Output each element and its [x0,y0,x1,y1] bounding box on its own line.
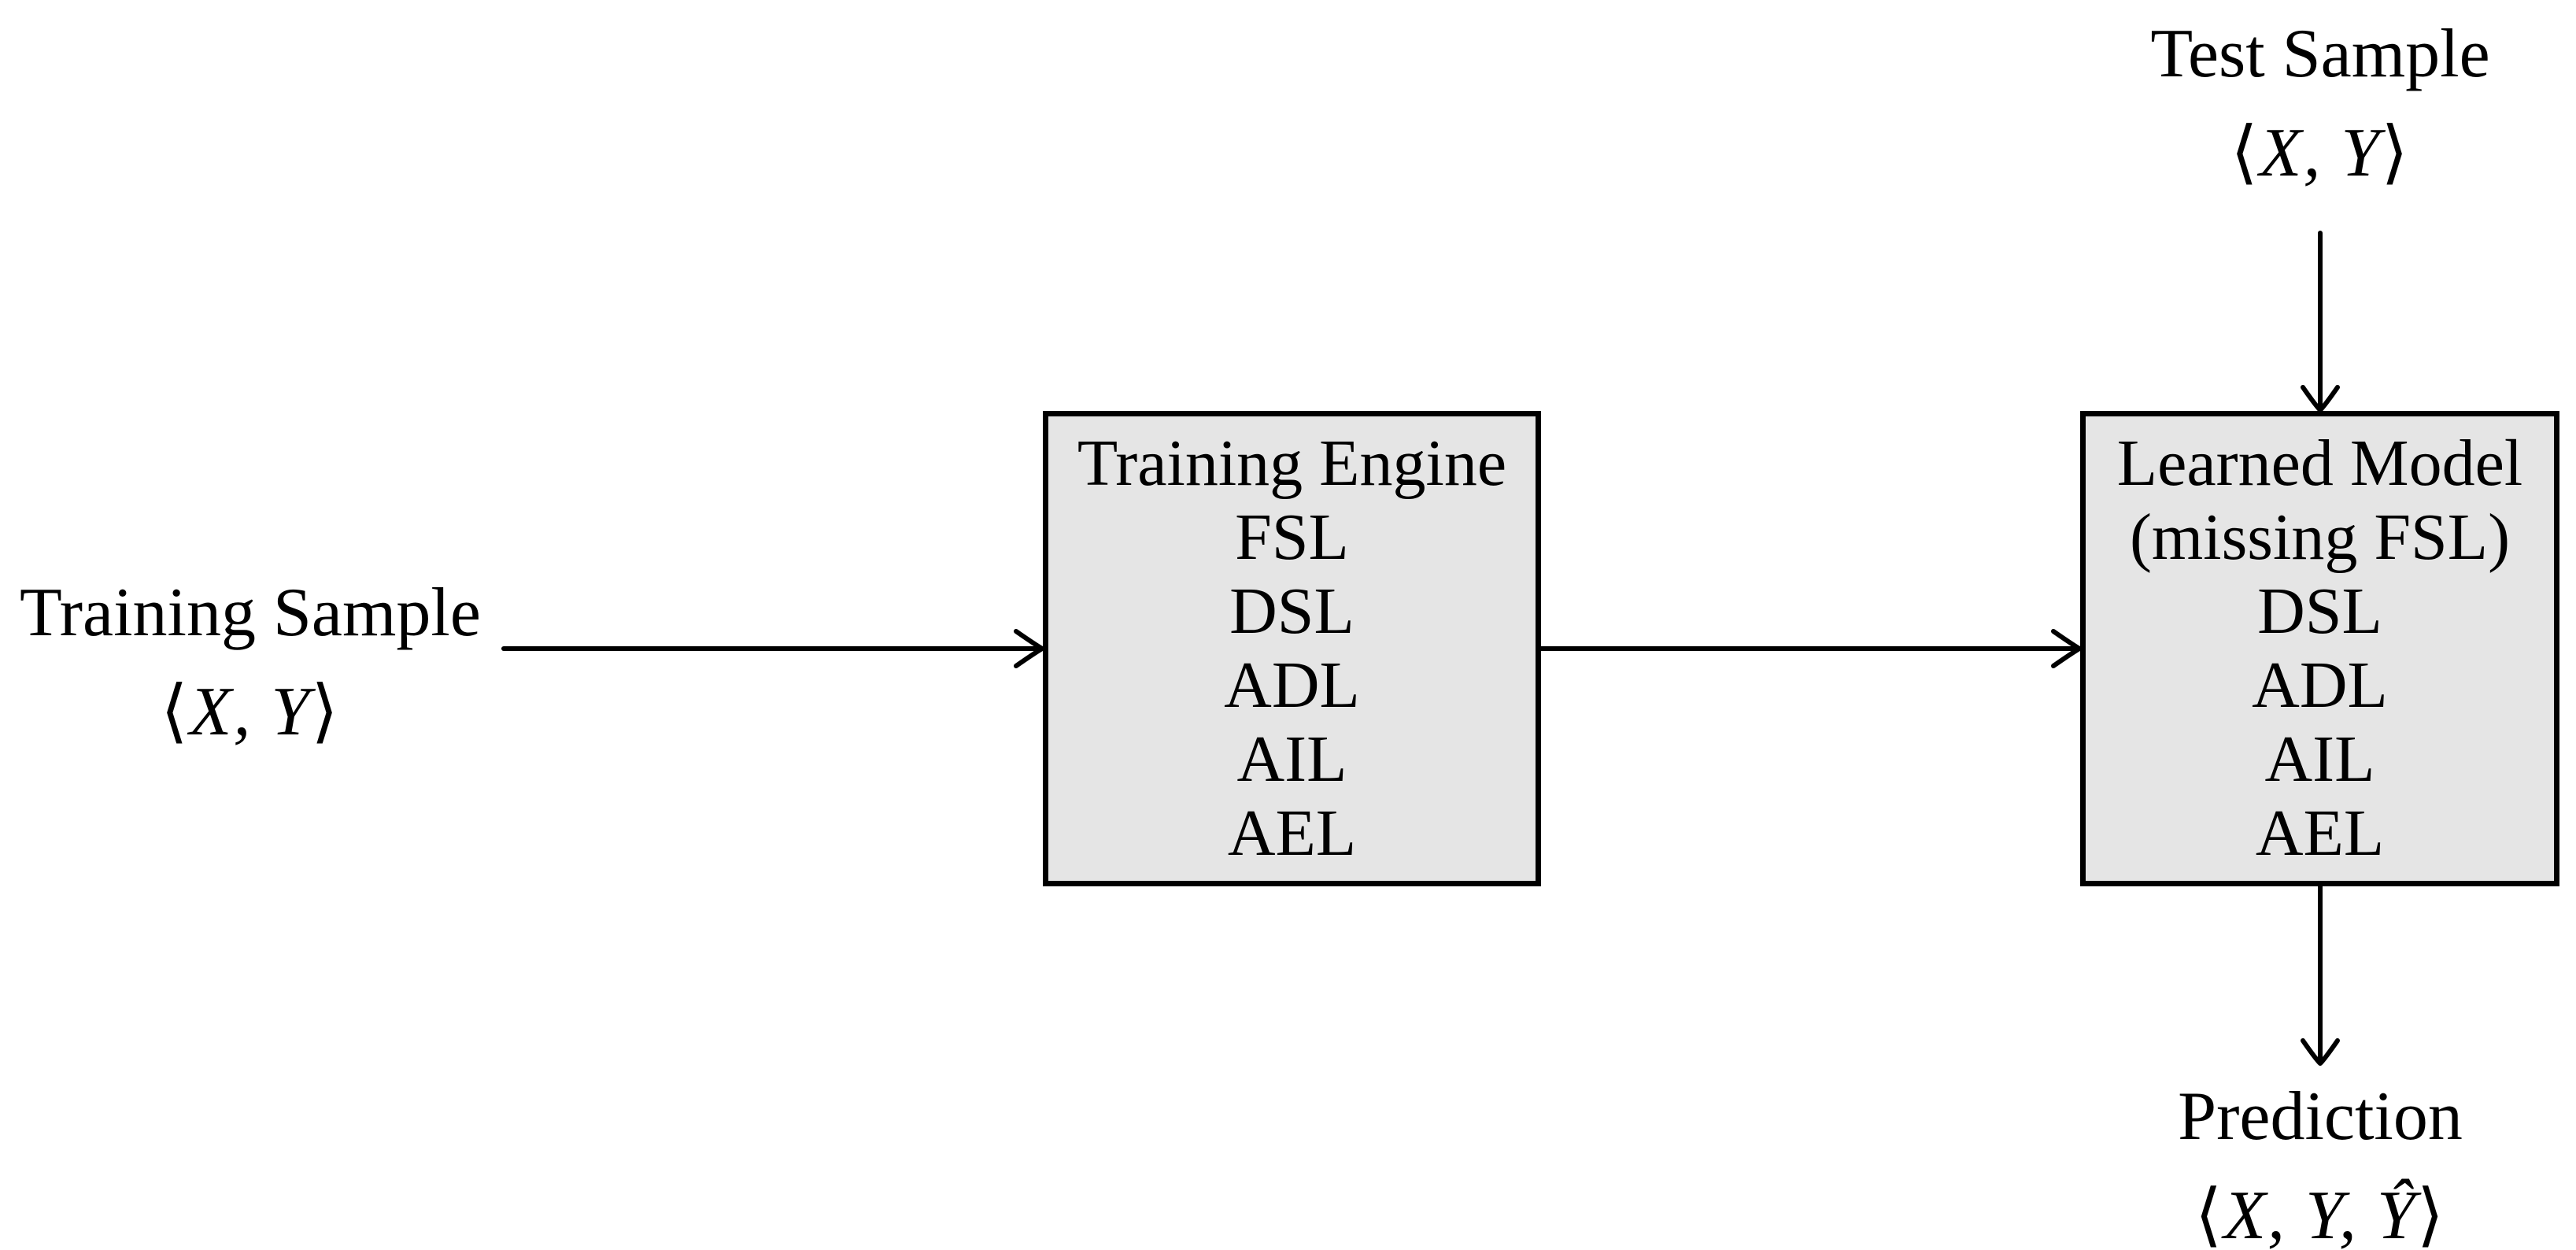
arrow-learned-model-to-prediction [2301,884,2340,1066]
prediction-label: Prediction ⟨X, Y, Ŷ⟩ [2084,1067,2556,1250]
learned-model-item: ADL [2252,649,2388,722]
arrowhead-down-icon [2301,1038,2340,1066]
training-engine-item: ADL [1224,649,1360,722]
prediction-tuple: ⟨X, Y, Ŷ⟩ [2084,1167,2556,1250]
angle-close-bracket: ⟩ [2381,115,2410,191]
training-engine-box: Training Engine FSL DSL ADL AIL AEL [1043,411,1541,886]
arrow-training-sample-to-engine [501,629,1044,668]
prediction-title: Prediction [2178,1078,2463,1155]
angle-close-bracket: ⟩ [311,674,340,750]
learned-model-subtitle: (missing FSL) [2129,501,2511,574]
learned-model-box: Learned Model (missing FSL) DSL ADL AIL … [2080,411,2559,886]
tuple-variables: X, Y, Ŷ [2223,1178,2417,1250]
angle-open-bracket: ⟨ [161,674,190,750]
training-sample-title: Training Sample [20,575,481,651]
angle-close-bracket: ⟩ [2416,1178,2446,1250]
training-sample-tuple: ⟨X, Y⟩ [6,663,494,762]
test-sample-tuple: ⟨X, Y⟩ [2084,104,2556,203]
angle-open-bracket: ⟨ [2194,1178,2224,1250]
training-engine-item: FSL [1235,501,1349,574]
arrowhead-right-icon [1014,629,1044,668]
learned-model-item: DSL [2257,575,2382,648]
training-engine-item: AEL [1227,797,1357,870]
learned-model-title: Learned Model [2116,427,2523,500]
arrowhead-down-icon [2301,385,2340,412]
angle-open-bracket: ⟨ [2230,115,2260,191]
learned-model-item: AEL [2255,797,2385,870]
learned-model-item: AIL [2264,723,2375,796]
training-engine-item: AIL [1236,723,1347,796]
arrow-engine-to-learned-model [1539,629,2082,668]
tuple-variables: X, Y [2259,115,2382,191]
tuple-variables: X, Y [189,674,312,750]
training-engine-item: DSL [1229,575,1355,648]
training-sample-label: Training Sample ⟨X, Y⟩ [6,564,494,762]
arrowhead-right-icon [2051,629,2082,668]
arrow-test-sample-to-learned-model [2301,231,2340,412]
test-sample-label: Test Sample ⟨X, Y⟩ [2084,5,2556,203]
training-engine-title: Training Engine [1077,427,1507,500]
test-sample-title: Test Sample [2150,16,2490,92]
